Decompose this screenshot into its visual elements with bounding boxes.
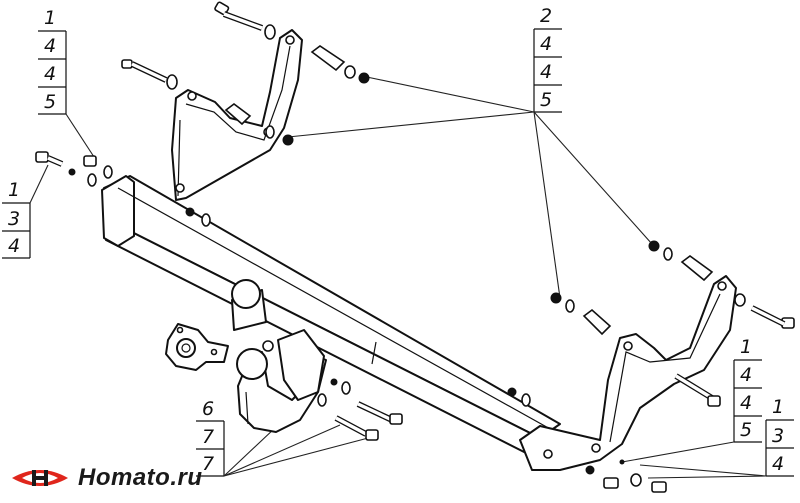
callout-number: 1: [772, 396, 784, 418]
callout-number: 4: [740, 392, 752, 414]
homato-logo: Homato.ru: [8, 458, 203, 498]
callout-number: 1: [740, 336, 752, 358]
left-mounting-bracket: [171, 29, 303, 201]
tow-ball: [236, 348, 268, 380]
bolts-ball-mount: [317, 378, 403, 441]
leader-lines: [29, 75, 767, 479]
callout-mid-left: 1 3 4: [2, 179, 31, 259]
callout-number: 5: [740, 419, 752, 441]
callout-number: 4: [44, 63, 56, 85]
callout-number: 4: [44, 35, 56, 57]
callout-bottom-center: 6 7 7: [196, 398, 225, 477]
spacer-tube-upper: [310, 45, 370, 84]
callout-number: 4: [8, 235, 20, 257]
electrical-socket-plate: [165, 323, 229, 371]
callout-right-2: 1 3 4: [765, 396, 794, 477]
callout-number: 3: [8, 208, 20, 230]
callout-number: 4: [740, 364, 752, 386]
callout-top-right: 2 4 4 5: [533, 5, 562, 113]
homato-logo-icon: [12, 470, 68, 486]
bolt-top-left-upper: [214, 1, 276, 40]
cross-beam: [101, 175, 561, 457]
logo-text: Homato.ru: [78, 464, 203, 491]
callout-number: 4: [540, 33, 552, 55]
nuts-beam-right: [507, 387, 531, 407]
nuts-beam-left: [185, 207, 211, 227]
callout-number: 7: [202, 426, 214, 448]
callout-right-1: 1 4 4 5: [733, 336, 762, 443]
spacer-tube-middle: [224, 103, 294, 146]
callout-number: 1: [44, 7, 56, 29]
callout-number: 5: [44, 91, 56, 113]
callout-top-left: 1 4 4 5: [38, 7, 67, 115]
bolt-left-side: [35, 151, 113, 187]
callout-number: 3: [772, 425, 784, 447]
callout-number: 1: [8, 179, 20, 201]
callout-number: 5: [540, 89, 552, 111]
callout-number: 7: [202, 453, 214, 475]
tow-ball-upper: [231, 279, 261, 309]
bolt-right-long: [674, 373, 721, 407]
bolt-top-left-lower: [121, 59, 178, 90]
right-mounting-bracket: [519, 275, 737, 471]
callout-number: 2: [540, 5, 552, 27]
bolts-bottom-right: [585, 459, 667, 493]
spacer-tube-lower-right: [550, 292, 612, 336]
tow-ball-assembly: [231, 279, 327, 433]
callout-number: 4: [772, 453, 784, 475]
spacer-tube-right: [648, 240, 795, 329]
callout-number: 4: [540, 61, 552, 83]
callout-number: 6: [202, 398, 214, 420]
